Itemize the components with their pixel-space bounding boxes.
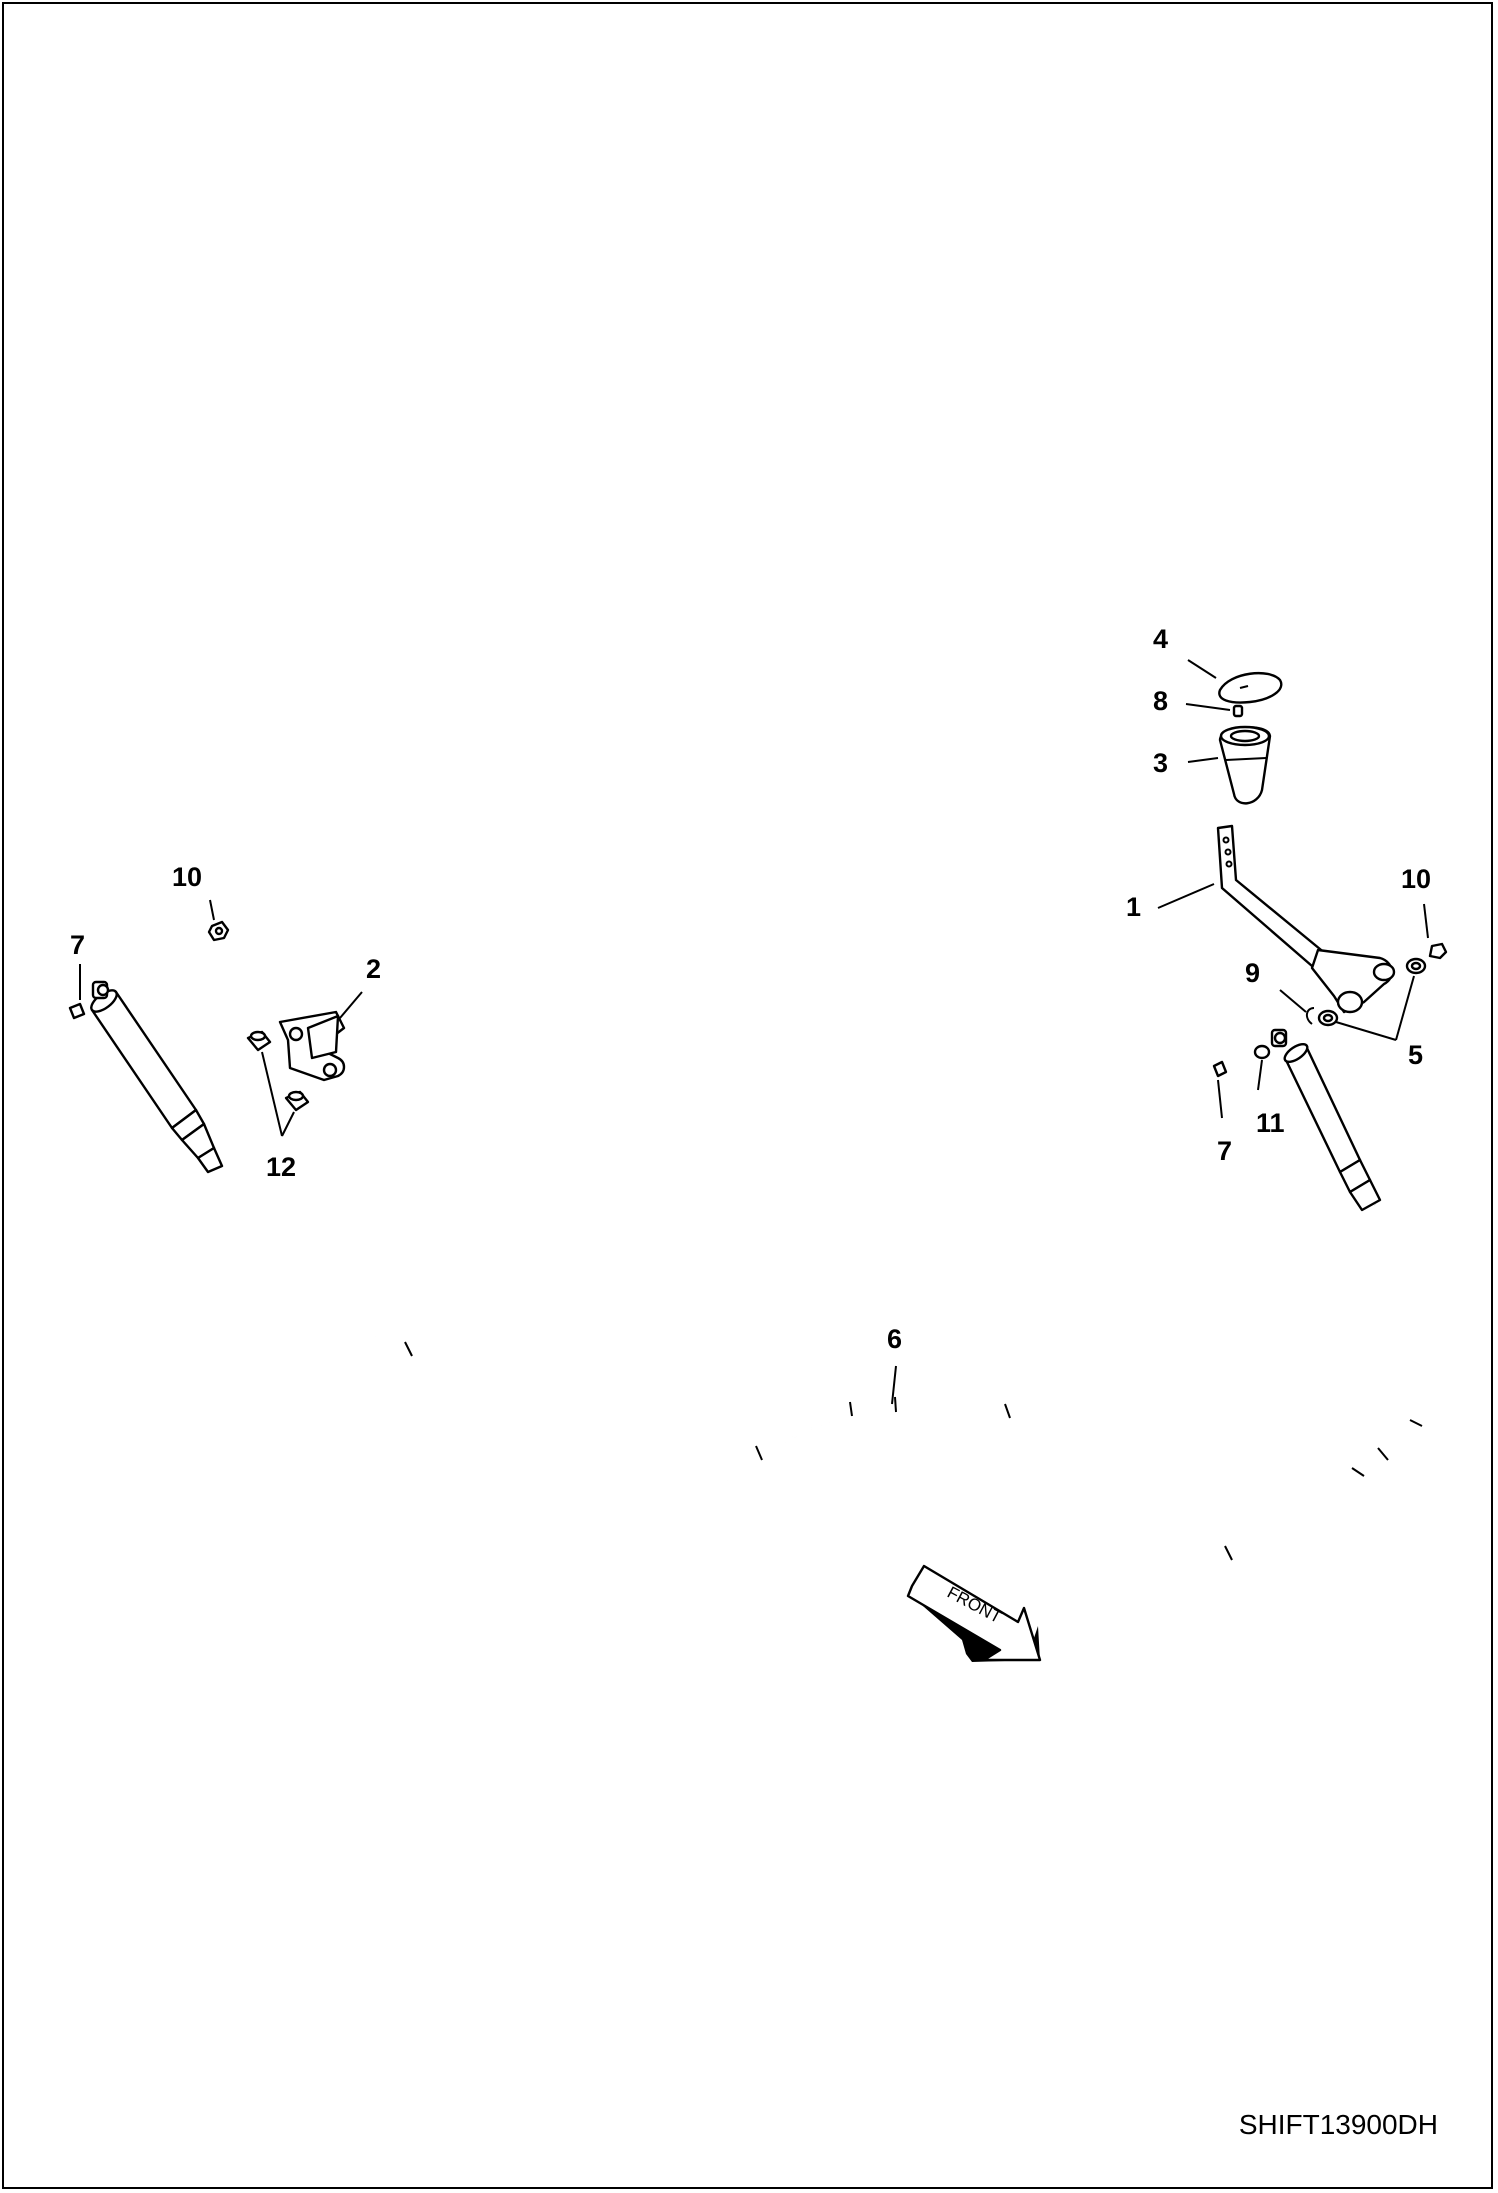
callout-4: 4 <box>1153 624 1168 654</box>
nut-left <box>207 920 230 942</box>
shift-lever <box>1216 824 1396 1014</box>
callout-7-right: 7 <box>1217 1136 1232 1166</box>
callout-9: 9 <box>1245 958 1260 988</box>
callout-12: 12 <box>266 1152 296 1182</box>
left-cable-end <box>90 980 224 1174</box>
callout-2: 2 <box>366 954 381 984</box>
bolts <box>246 1030 310 1112</box>
right-cable-end <box>1270 1028 1382 1212</box>
callout-10-left: 10 <box>172 862 202 892</box>
nut-right <box>1428 942 1448 960</box>
drawing-code: SHIFT13900DH <box>1239 2109 1438 2140</box>
callout-10-right: 10 <box>1401 864 1431 894</box>
shift-knob <box>1218 725 1272 805</box>
washers <box>1317 957 1427 1027</box>
bracket <box>278 1010 346 1082</box>
callouts: 4 8 3 1 10 9 5 11 7 10 7 2 12 6 <box>70 624 1431 1354</box>
leader-lines <box>79 659 1429 1405</box>
washer-11 <box>1253 1044 1271 1060</box>
callout-3: 3 <box>1153 748 1168 778</box>
front-direction-arrow: FRONT <box>906 1564 1042 1662</box>
e-clip <box>1306 1007 1315 1025</box>
screw <box>1232 704 1244 718</box>
shift-cable <box>208 1161 1432 1570</box>
knob-cap <box>1218 672 1283 704</box>
callout-11: 11 <box>1256 1108 1285 1138</box>
clip-right <box>1212 1060 1228 1078</box>
callout-1: 1 <box>1126 892 1141 922</box>
callout-7-left: 7 <box>70 930 85 960</box>
callout-6: 6 <box>887 1324 902 1354</box>
callout-5: 5 <box>1408 1040 1423 1070</box>
clip-left <box>68 1002 86 1020</box>
callout-8: 8 <box>1153 686 1168 716</box>
